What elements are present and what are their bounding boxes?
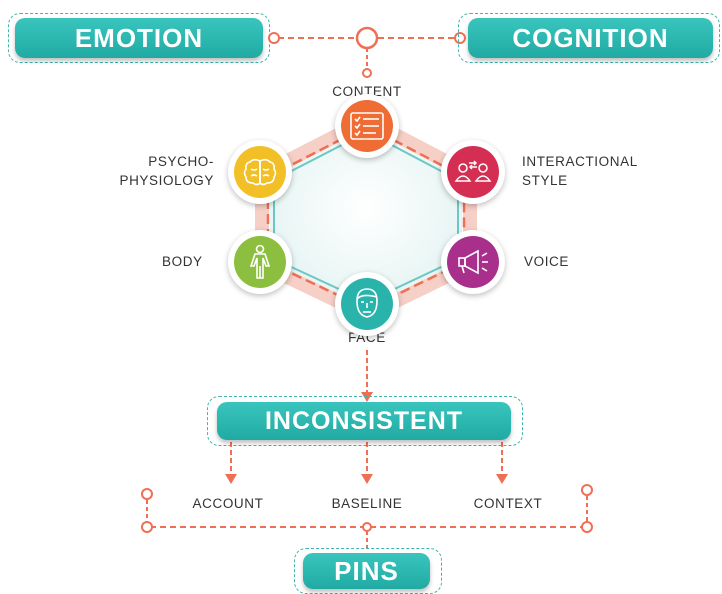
face-icon (356, 288, 378, 318)
cognition-pill: COGNITION (468, 18, 713, 58)
channel-label-body: BODY (162, 254, 203, 269)
channel-label-interactional-style: INTERACTIONAL STYLE (522, 154, 638, 188)
checklist-icon (350, 112, 384, 140)
channel-label-psychophysiology: PSYCHO- PHYSIOLOGY (119, 154, 214, 188)
emotion-frame (8, 13, 270, 63)
cognition-frame (458, 13, 720, 63)
criterion-context: CONTEXT (473, 496, 543, 511)
inconsistent-frame (207, 396, 523, 446)
top-connector-drop-end (362, 68, 372, 78)
bracket-top-left-end (141, 488, 153, 500)
bracket-right-end (581, 521, 593, 533)
pins-pill: PINS (303, 553, 430, 589)
inconsistent-pill: INCONSISTENT (217, 402, 511, 440)
content-node (335, 94, 399, 158)
bracket-left-end (141, 521, 153, 533)
top-connector-end-left (268, 32, 280, 44)
bracket-hub (362, 522, 372, 532)
top-connector-end-right (454, 32, 466, 44)
arrowhead-inconsistent (361, 392, 373, 402)
body-node (228, 230, 292, 294)
body-icon (249, 244, 271, 279)
channel-label-voice: VOICE (524, 254, 570, 269)
bracket-top-right-end (581, 484, 593, 496)
arrowhead-context (496, 474, 508, 484)
interactional-style-node (441, 140, 505, 204)
arrowhead-account (225, 474, 237, 484)
brain-icon (243, 158, 277, 186)
conversation-icon (454, 160, 492, 182)
criterion-baseline: BASELINE (331, 496, 403, 511)
hexagon-fill (270, 128, 462, 307)
psychophysiology-node (228, 140, 292, 204)
inconsistent-label: INCONSISTENT (264, 406, 464, 435)
emotion-pill: EMOTION (15, 18, 263, 58)
face-node (335, 272, 399, 336)
criterion-account: ACCOUNT (192, 496, 264, 511)
megaphone-icon (458, 249, 488, 275)
voice-node (441, 230, 505, 294)
cognition-label: COGNITION (512, 22, 669, 53)
channel-label-content: CONTENT (332, 84, 402, 99)
arrowhead-baseline (361, 474, 373, 484)
pins-label: PINS (334, 555, 399, 586)
emotion-label: EMOTION (74, 22, 204, 53)
top-connector-hub (355, 26, 379, 50)
